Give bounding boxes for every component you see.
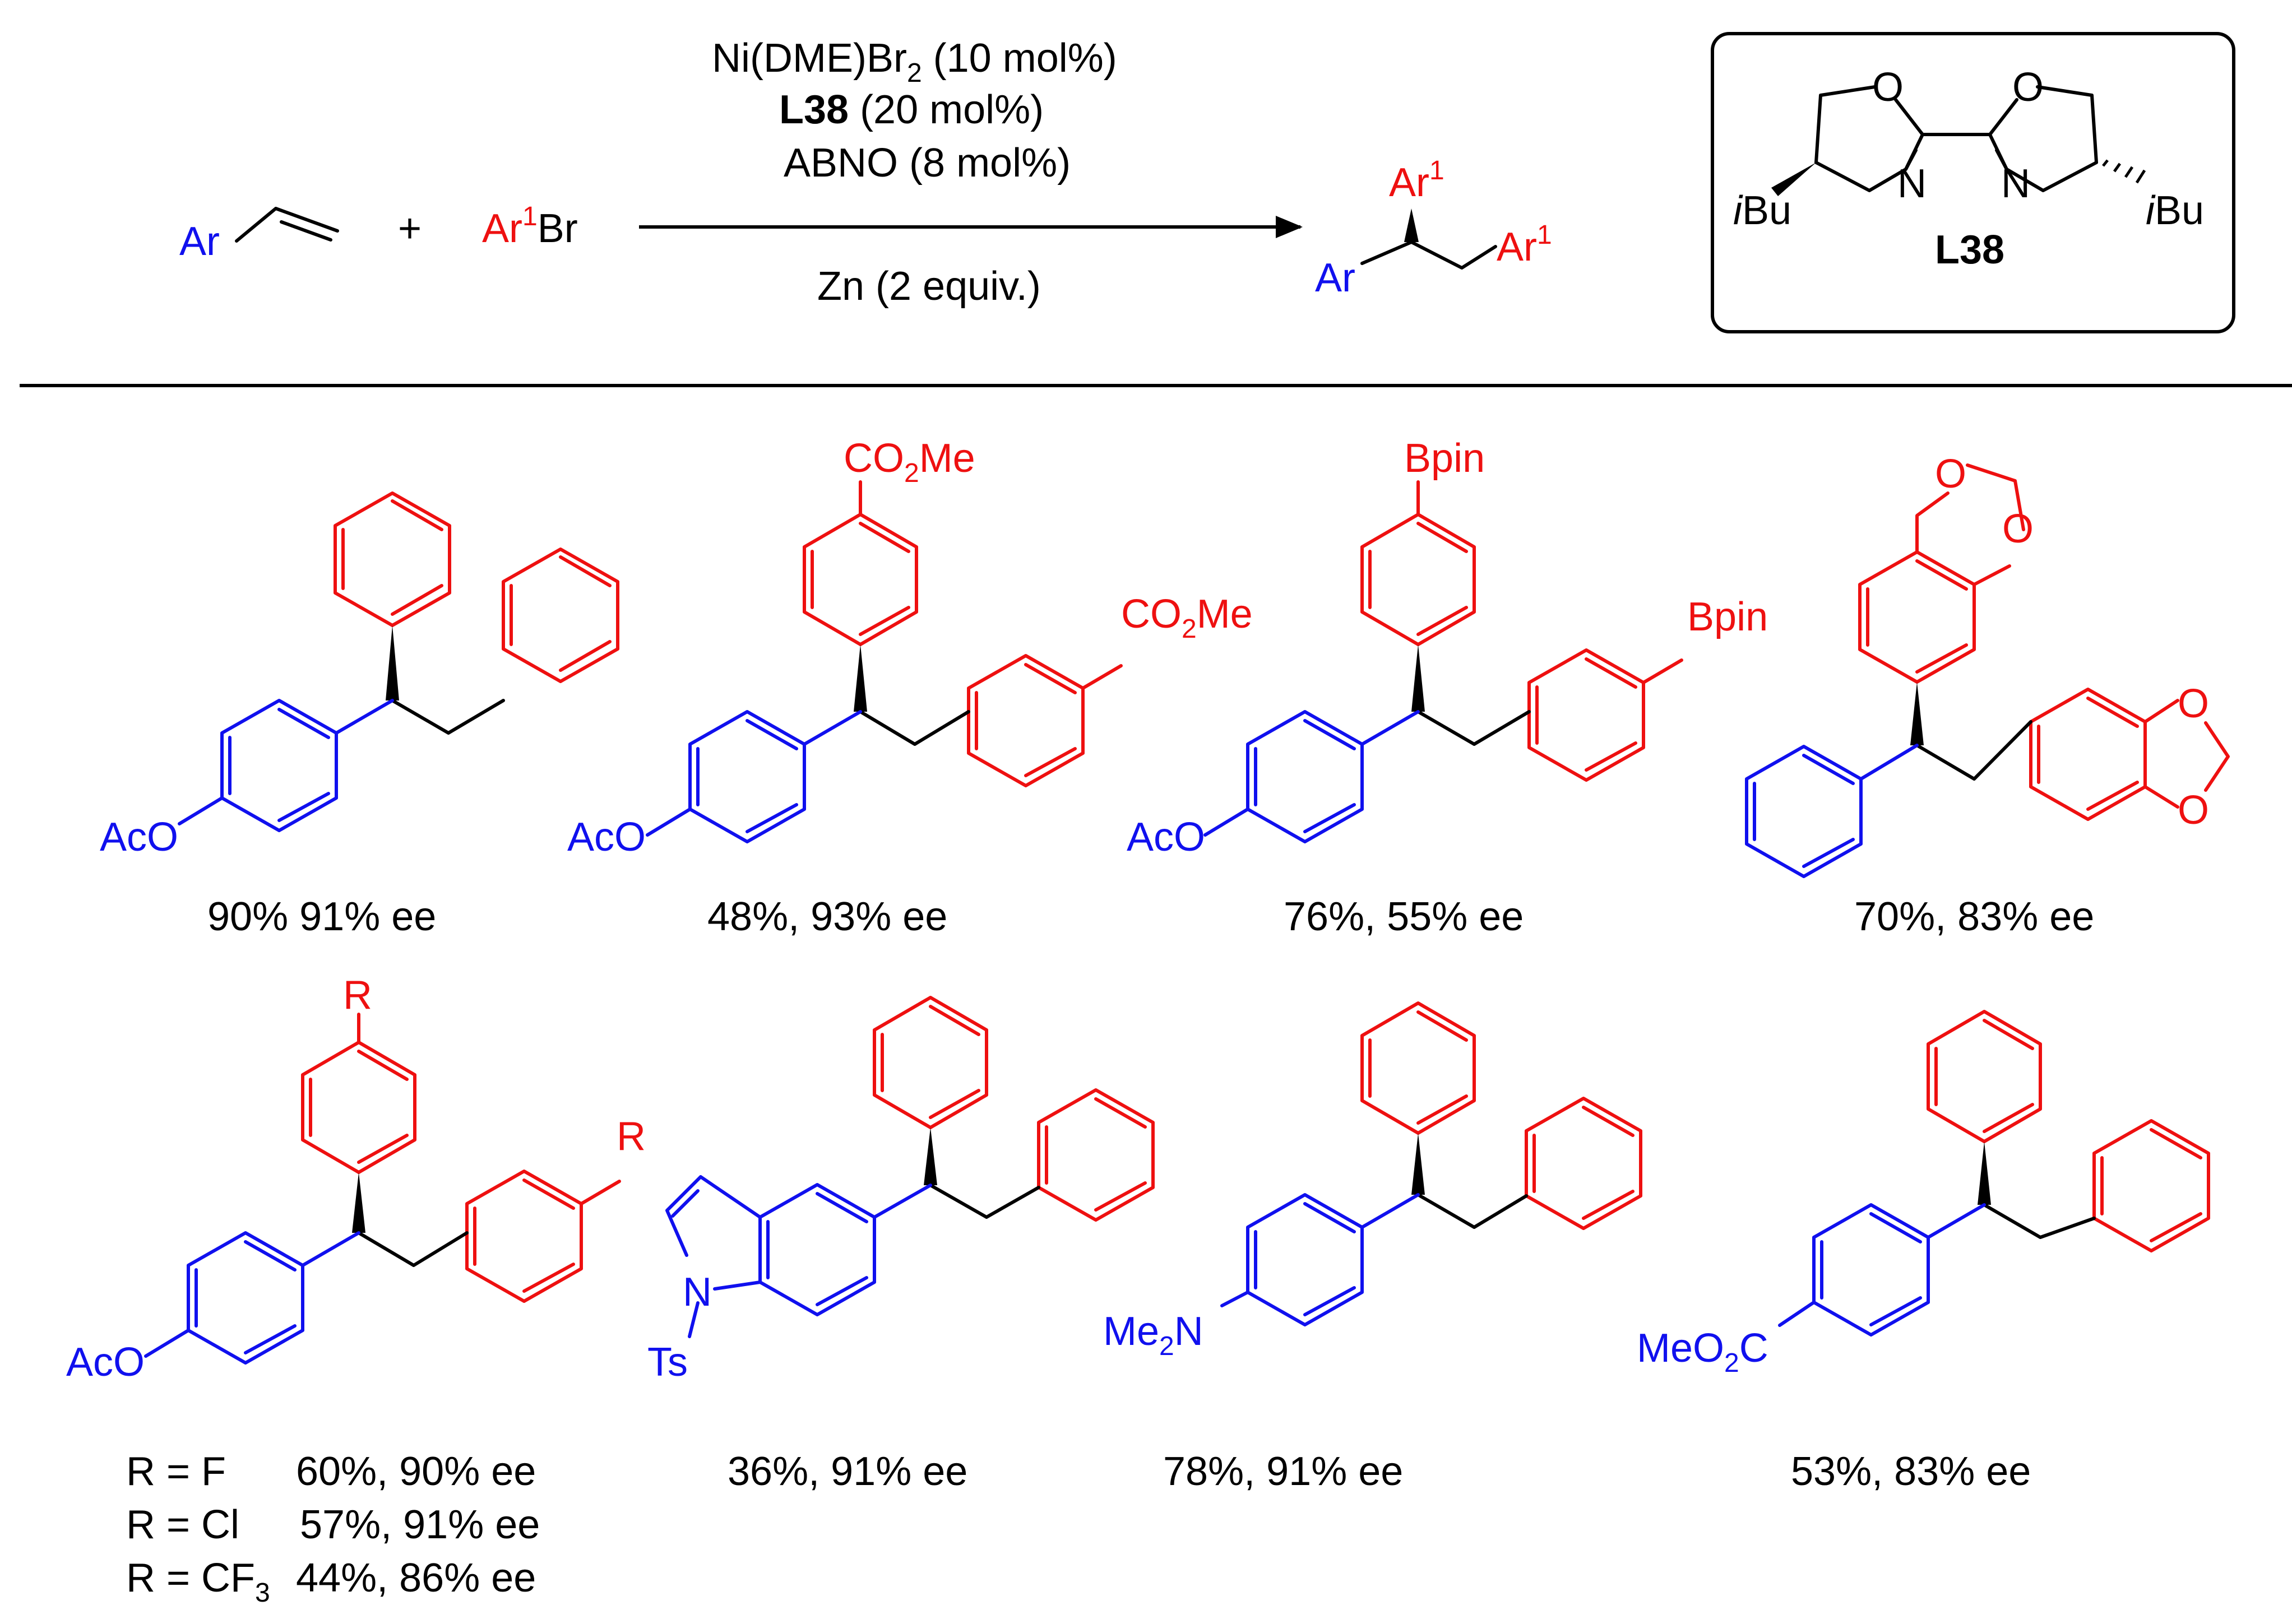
additive-text: ABNO (8 mol%) [784, 141, 1071, 185]
product-3-bpin-top: Bpin [1404, 436, 1485, 481]
product-2-ester-top: CO2Me [844, 436, 975, 488]
product-5: R R AcO R = F 60%, 90% ee R = Cl 57%, 91… [66, 973, 646, 1608]
styrene-substrate: Ar [179, 207, 339, 264]
product-6-ts: Ts [647, 1340, 688, 1385]
product-5-aco: AcO [66, 1340, 145, 1385]
product-3: Bpin Bpin AcO 76%, 55% ee [1127, 436, 1768, 939]
product-ar1-side: Ar1 [1497, 220, 1552, 270]
product-5-r-top: R [343, 973, 372, 1018]
reaction-conditions: Ni(DME)Br2 (10 mol%) L38 (20 mol%) ABNO … [639, 36, 1303, 309]
product-6: N Ts 36%, 91% ee [647, 996, 1155, 1494]
product-8-co2me: MeO2C [1637, 1326, 1768, 1378]
product-4-yield: 70%, 83% ee [1854, 894, 2094, 939]
product-7-nme2: Me2N [1103, 1309, 1203, 1361]
catalyst-text: Ni(DME)Br2 (10 mol%) [712, 36, 1117, 88]
product-5-yield-value-f: 60%, 90% ee [296, 1449, 536, 1494]
product-2-aco: AcO [567, 815, 646, 860]
product-4-o4: O [2178, 788, 2209, 833]
reaction-header: Ar + Ar1Br Ni(DME)Br2 (10 mol%) L38 (20 … [179, 32, 2235, 333]
aryl-bromide-label: Ar1Br [482, 202, 578, 251]
product-5-r-side: R [617, 1114, 646, 1159]
product-5-yield-value-cf3: 44%, 86% ee [296, 1556, 536, 1600]
product-5-yield-value-cl: 57%, 91% ee [300, 1502, 540, 1547]
product-2: CO2Me CO2Me AcO 48%, 93% ee [567, 436, 1253, 939]
product-6-yield: 36%, 91% ee [728, 1449, 967, 1494]
product-3-yield: 76%, 55% ee [1284, 894, 1524, 939]
ligand-ibu-left: iBu [1733, 188, 1791, 233]
product-1: AcO 90% 91% ee [100, 491, 619, 939]
aryl-bromide: Ar1Br [482, 202, 578, 251]
ligand-label: L38 [1935, 228, 2004, 272]
ligand-n-left: N [1897, 161, 1927, 206]
general-product: Ar1 Ar Ar1 [1315, 156, 1552, 300]
product-4: O O O O 70%, 83% ee [1745, 452, 2230, 939]
ligand-n-right: N [2001, 161, 2030, 206]
product-3-bpin-side: Bpin [1687, 595, 1768, 639]
product-5-yield-label-cf3: R = CF3 [126, 1556, 270, 1608]
product-7-yield: 78%, 91% ee [1163, 1449, 1403, 1494]
product-ar1-top: Ar1 [1389, 156, 1444, 205]
product-4-o1: O [1935, 452, 1966, 497]
ligand-o-left: O [1872, 65, 1904, 110]
product-1-yield: 90% 91% ee [207, 894, 436, 939]
product-4-o3: O [2178, 681, 2209, 726]
product-4-o2: O [2002, 507, 2034, 551]
product-8: MeO2C 53%, 83% ee [1637, 1010, 2210, 1494]
product-ar-label: Ar [1315, 256, 1355, 300]
product-5-yield-label-cl: R = Cl [126, 1502, 239, 1547]
ligand-ibu-right: iBu [2146, 188, 2204, 233]
product-2-yield: 48%, 93% ee [707, 894, 947, 939]
ligand-loading-text: L38 (20 mol%) [779, 87, 1044, 132]
ligand-box: O O N N iBu iBu L38 [1711, 32, 2235, 333]
product-3-aco: AcO [1127, 815, 1205, 860]
product-7: Me2N 78%, 91% ee [1103, 1001, 1642, 1494]
plus-sign: + [398, 206, 422, 251]
product-5-yield-label-f: R = F [126, 1449, 226, 1494]
ligand-o-right: O [2012, 65, 2044, 110]
product-6-n: N [683, 1270, 712, 1315]
product-8-yield: 53%, 83% ee [1791, 1449, 2031, 1494]
product-2-ester-side: CO2Me [1121, 592, 1253, 644]
product-1-aco: AcO [100, 815, 178, 860]
product-5-yield-table: R = F 60%, 90% ee R = Cl 57%, 91% ee R =… [126, 1449, 540, 1608]
reductant-text: Zn (2 equiv.) [817, 264, 1041, 309]
styrene-ar-label: Ar [179, 219, 220, 264]
wedge-bond [1404, 208, 1419, 242]
